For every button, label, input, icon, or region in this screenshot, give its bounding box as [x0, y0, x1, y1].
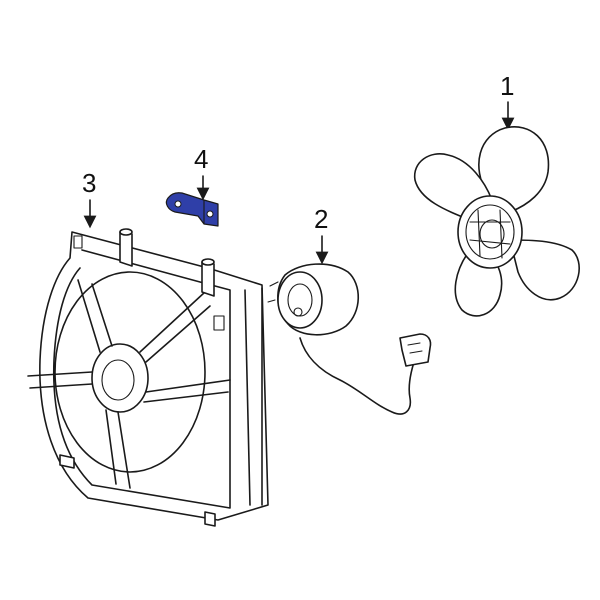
callout-4-label: 4: [194, 144, 208, 174]
cooling-fan-blade: [414, 126, 580, 317]
fan-motor: [267, 263, 432, 415]
callout-2: 2: [314, 204, 328, 265]
callout-1-label: 1: [500, 71, 514, 101]
callout-3-label: 3: [82, 168, 96, 198]
mounting-bracket: [165, 192, 219, 227]
fan-shroud: [27, 228, 269, 527]
callout-3: 3: [82, 168, 96, 229]
callout-4: 4: [194, 144, 210, 201]
callout-1: 1: [500, 71, 514, 131]
callout-2-label: 2: [314, 204, 328, 234]
